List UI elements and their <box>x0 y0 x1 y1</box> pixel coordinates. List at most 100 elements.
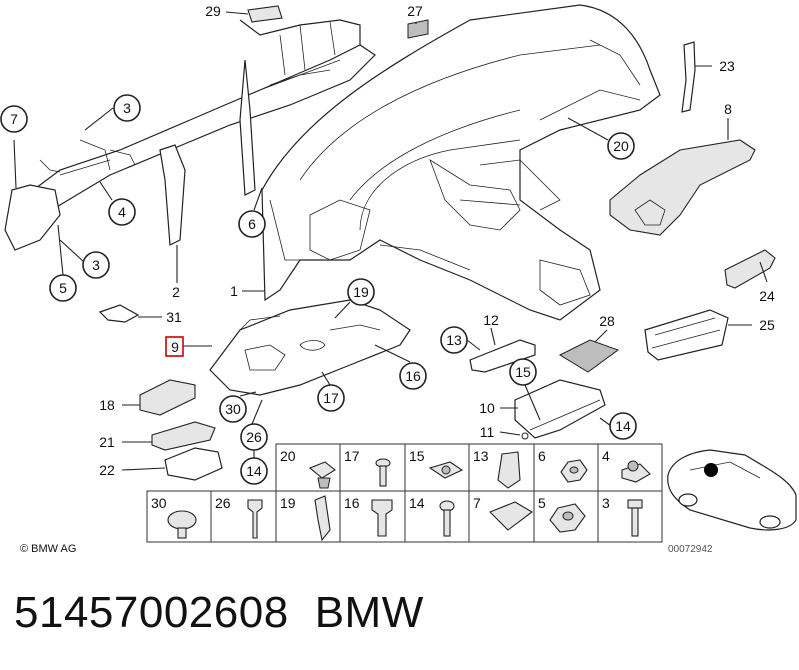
callout-8: 8 <box>724 101 732 140</box>
svg-text:11: 11 <box>480 424 495 440</box>
callout-5: 5 <box>49 224 77 302</box>
svg-text:26: 26 <box>246 429 262 445</box>
svg-text:19: 19 <box>353 284 369 300</box>
svg-text:8: 8 <box>724 101 732 117</box>
svg-text:15: 15 <box>515 364 531 380</box>
trim-8-part <box>609 139 756 236</box>
svg-text:9: 9 <box>171 339 179 355</box>
grid-label: 4 <box>602 448 610 464</box>
callout-21: 21 <box>99 434 152 450</box>
callout-17: 17 <box>317 371 345 412</box>
svg-text:1: 1 <box>230 283 238 299</box>
part-21 <box>151 421 216 451</box>
svg-text:14: 14 <box>246 463 262 479</box>
glovebox-25-part <box>644 309 729 361</box>
part-caption: 51457002608 BMW <box>14 588 424 638</box>
callout-26: 26 <box>240 399 268 451</box>
svg-text:12: 12 <box>483 312 499 328</box>
bracket-23-part <box>681 41 696 113</box>
callout-14-right: 14 <box>599 412 637 440</box>
bracket-12-part <box>469 339 536 373</box>
svg-text:31: 31 <box>166 309 182 325</box>
svg-text:18: 18 <box>99 397 115 413</box>
svg-text:5: 5 <box>59 280 67 296</box>
callout-4: 4 <box>99 181 136 226</box>
vehicle-locator-icon <box>667 449 797 531</box>
pad-28-part <box>558 339 620 373</box>
clip-16-drawing <box>371 499 393 537</box>
grid-label: 16 <box>344 495 360 511</box>
svg-text:3: 3 <box>92 257 100 273</box>
svg-text:4: 4 <box>118 204 126 220</box>
svg-text:17: 17 <box>323 390 339 406</box>
brand-name: BMW <box>314 588 424 637</box>
part-number: 51457002608 <box>14 588 289 637</box>
svg-text:28: 28 <box>599 313 615 329</box>
callout-18: 18 <box>99 397 140 413</box>
nut-5-drawing <box>549 503 586 533</box>
grid-label: 13 <box>473 448 489 464</box>
callout-27: 27 <box>407 3 423 24</box>
svg-text:23: 23 <box>719 58 735 74</box>
plug-30-drawing <box>167 510 197 539</box>
callout-15: 15 <box>509 358 541 421</box>
part-22 <box>164 447 223 481</box>
svg-text:30: 30 <box>225 401 241 417</box>
fastener-grid: 20 17 15 13 6 4 30 26 19 16 14 7 5 3 <box>146 443 663 543</box>
callout-22: 22 <box>99 462 166 478</box>
callout-12: 12 <box>483 312 499 346</box>
svg-text:2: 2 <box>172 284 180 300</box>
expanding-rivet-26-drawing <box>247 499 263 539</box>
grid-label: 30 <box>151 495 167 511</box>
lower-trim-panel-part <box>209 299 411 396</box>
nut-6-drawing <box>560 459 588 483</box>
clip-20-drawing <box>308 461 336 489</box>
callout-2: 2 <box>172 245 180 300</box>
svg-text:3: 3 <box>123 100 131 116</box>
bracket-19-drawing <box>314 495 331 542</box>
svg-text:24: 24 <box>759 288 775 304</box>
svg-text:14: 14 <box>615 418 631 434</box>
svg-text:27: 27 <box>407 3 423 19</box>
clip-7-drawing <box>489 501 533 531</box>
nut-4-drawing <box>621 460 651 483</box>
callout-24: 24 <box>759 261 775 304</box>
callout-29: 29 <box>205 3 249 19</box>
grid-label: 19 <box>280 495 296 511</box>
svg-text:7: 7 <box>10 111 18 127</box>
grid-label: 14 <box>409 495 425 511</box>
callout-10: 10 <box>479 400 518 416</box>
svg-text:25: 25 <box>759 317 775 333</box>
grid-label: 6 <box>538 448 546 464</box>
svg-text:10: 10 <box>479 400 495 416</box>
callout-16: 16 <box>374 344 427 390</box>
callout-7: 7 <box>0 105 28 189</box>
grid-label: 20 <box>280 448 296 464</box>
nut-clip-15-drawing <box>428 461 464 479</box>
callout-3-bottom: 3 <box>59 239 110 279</box>
callout-11: 11 <box>480 424 529 440</box>
svg-text:16: 16 <box>405 368 421 384</box>
screw-14-drawing <box>439 500 455 537</box>
svg-text:22: 22 <box>99 462 115 478</box>
trim-24-part <box>724 249 776 289</box>
callout-23: 23 <box>695 58 735 74</box>
callout-9-highlighted: 9 <box>165 336 212 357</box>
callout-3-top: 3 <box>84 94 141 131</box>
clip-13-drawing <box>497 451 521 489</box>
grid-label: 5 <box>538 495 546 511</box>
bolt-3-drawing <box>627 499 643 537</box>
grid-label: 26 <box>215 495 231 511</box>
grid-label: 7 <box>473 495 481 511</box>
callout-30: 30 <box>219 391 257 423</box>
bracket-27-part <box>407 19 429 39</box>
callout-28: 28 <box>594 313 615 343</box>
callout-19: 19 <box>334 278 375 319</box>
callout-31: 31 <box>138 309 182 325</box>
grid-label: 3 <box>602 495 610 511</box>
cross-beam-part <box>4 19 376 251</box>
parts-diagram: 7 3 4 3 5 2 6 29 27 23 8 <box>0 3 797 555</box>
grid-label: 17 <box>344 448 360 464</box>
svg-text:21: 21 <box>99 434 115 450</box>
part-18 <box>139 379 196 416</box>
